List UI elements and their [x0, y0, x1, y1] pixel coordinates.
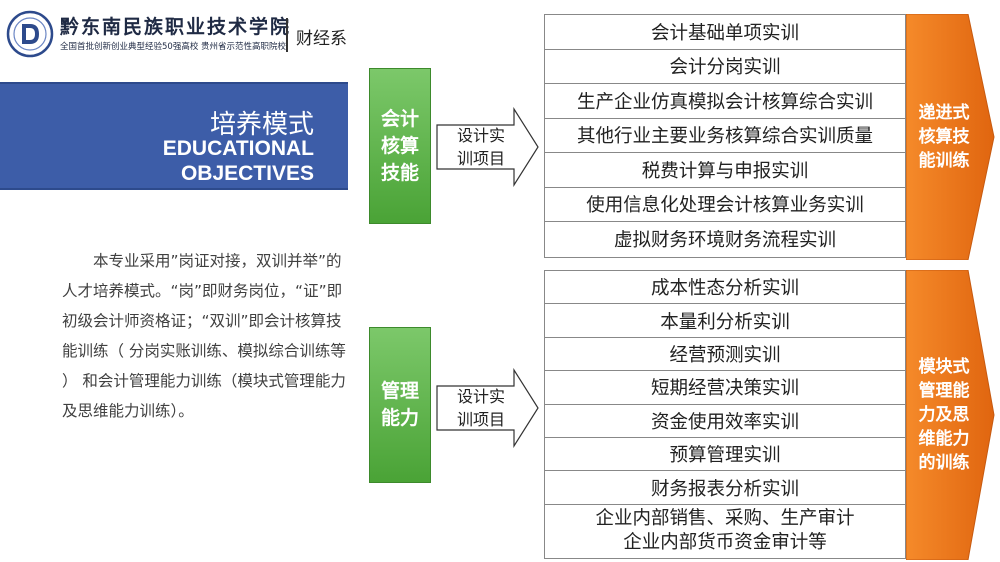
list-item: 会计分岗实训 — [545, 50, 905, 84]
list-item: 会计基础单项实训 — [545, 15, 905, 50]
list-item: 经营预测实训 — [545, 338, 905, 372]
arrow-label-line: 设计实 — [456, 126, 505, 145]
department-name: 财经系 — [296, 29, 347, 49]
right-arrow-icon — [436, 367, 539, 449]
category-box-accounting: 会计 核算 技能 — [369, 68, 431, 224]
category-box-management: 管理 能力 — [369, 327, 431, 483]
description-paragraph: 本专业采用”岗证对接，双训并举”的 人才培养模式。“岗”即财务岗位，“证”即 初… — [62, 252, 346, 420]
arrow-label-line: 设计实 — [456, 387, 505, 406]
summary-line: 递进式 — [918, 103, 970, 123]
school-subtitle: 全国首批创新创业典型经验50强高校 贵州省示范性高职院校 — [60, 42, 287, 52]
category-line: 技能 — [380, 161, 419, 184]
list-item: 其他行业主要业务核算综合实训质量 — [545, 119, 905, 153]
list-item: 使用信息化处理会计核算业务实训 — [545, 188, 905, 222]
summary-line: 模块式 — [918, 357, 970, 377]
list-item-line: 企业内部销售、采购、生产审计 — [595, 508, 855, 530]
list-item: 虚拟财务环境财务流程实训 — [613, 230, 836, 252]
title-english: EDUCATIONAL OBJECTIVES — [163, 136, 314, 186]
orange-chevron-shape — [906, 270, 995, 560]
category-line: 能力 — [380, 407, 419, 429]
list-item: 企业内部销售、采购、生产审计 企业内部货币资金审计等 — [545, 505, 905, 558]
category-line: 管理 — [380, 380, 419, 402]
arrow-label-line: 训项目 — [456, 149, 505, 168]
summary-panel-accounting: 递进式 核算技 能训练 — [906, 14, 996, 260]
list-item: 本量利分析实训 — [545, 304, 905, 338]
list-item-line: 企业内部货币资金审计等 — [623, 532, 827, 554]
summary-line: 能训练 — [918, 151, 970, 171]
category-line: 会计 — [380, 107, 419, 130]
summary-line: 核算技 — [918, 127, 970, 147]
summary-panel-management: 模块式 管理能 力及思 维能力 的训练 — [906, 270, 996, 560]
training-list-management: 成本性态分析实训 本量利分析实训 经营预测实训 短期经营决策实训 资金使用效率实… — [544, 270, 906, 559]
orange-chevron-shape — [906, 14, 995, 260]
list-item: 税费计算与申报实训 — [545, 153, 905, 188]
title-chinese: 培养模式 — [209, 110, 314, 140]
title-band: 培养模式 EDUCATIONAL OBJECTIVES — [0, 82, 348, 190]
category-line: 核算 — [380, 134, 419, 157]
title-english-line1: EDUCATIONAL — [162, 137, 314, 160]
arrow-design-projects: 设计实 训项目 — [436, 106, 540, 188]
school-logo — [6, 10, 54, 58]
arrow-label: 设计实 训项目 — [448, 124, 514, 170]
arrow-label-line: 训项目 — [456, 410, 505, 429]
list-item: 预算管理实训 — [545, 438, 905, 472]
list-item: 成本性态分析实训 — [545, 271, 905, 305]
list-item: 财务报表分析实训 — [545, 471, 905, 505]
summary-line: 力及思 — [918, 405, 970, 425]
arrow-label: 设计实 训项目 — [448, 385, 514, 431]
list-item: 资金使用效率实训 — [545, 405, 905, 438]
summary-text: 模块式 管理能 力及思 维能力 的训练 — [906, 270, 982, 560]
summary-line: 维能力 — [918, 429, 970, 449]
right-arrow-icon — [436, 106, 539, 188]
header-divider — [286, 18, 288, 52]
list-item: 短期经营决策实训 — [545, 371, 905, 405]
arrow-design-projects: 设计实 训项目 — [436, 367, 540, 449]
title-english-line2: OBJECTIVES — [180, 162, 314, 185]
summary-line: 的训练 — [918, 453, 970, 473]
school-name: 黔东南民族职业技术学院 — [60, 16, 292, 38]
summary-text: 递进式 核算技 能训练 — [906, 14, 982, 260]
list-item: 生产企业仿真模拟会计核算综合实训 — [545, 84, 905, 119]
training-list-accounting: 会计基础单项实训 会计分岗实训 生产企业仿真模拟会计核算综合实训 其他行业主要业… — [544, 14, 906, 258]
summary-line: 管理能 — [918, 381, 970, 401]
